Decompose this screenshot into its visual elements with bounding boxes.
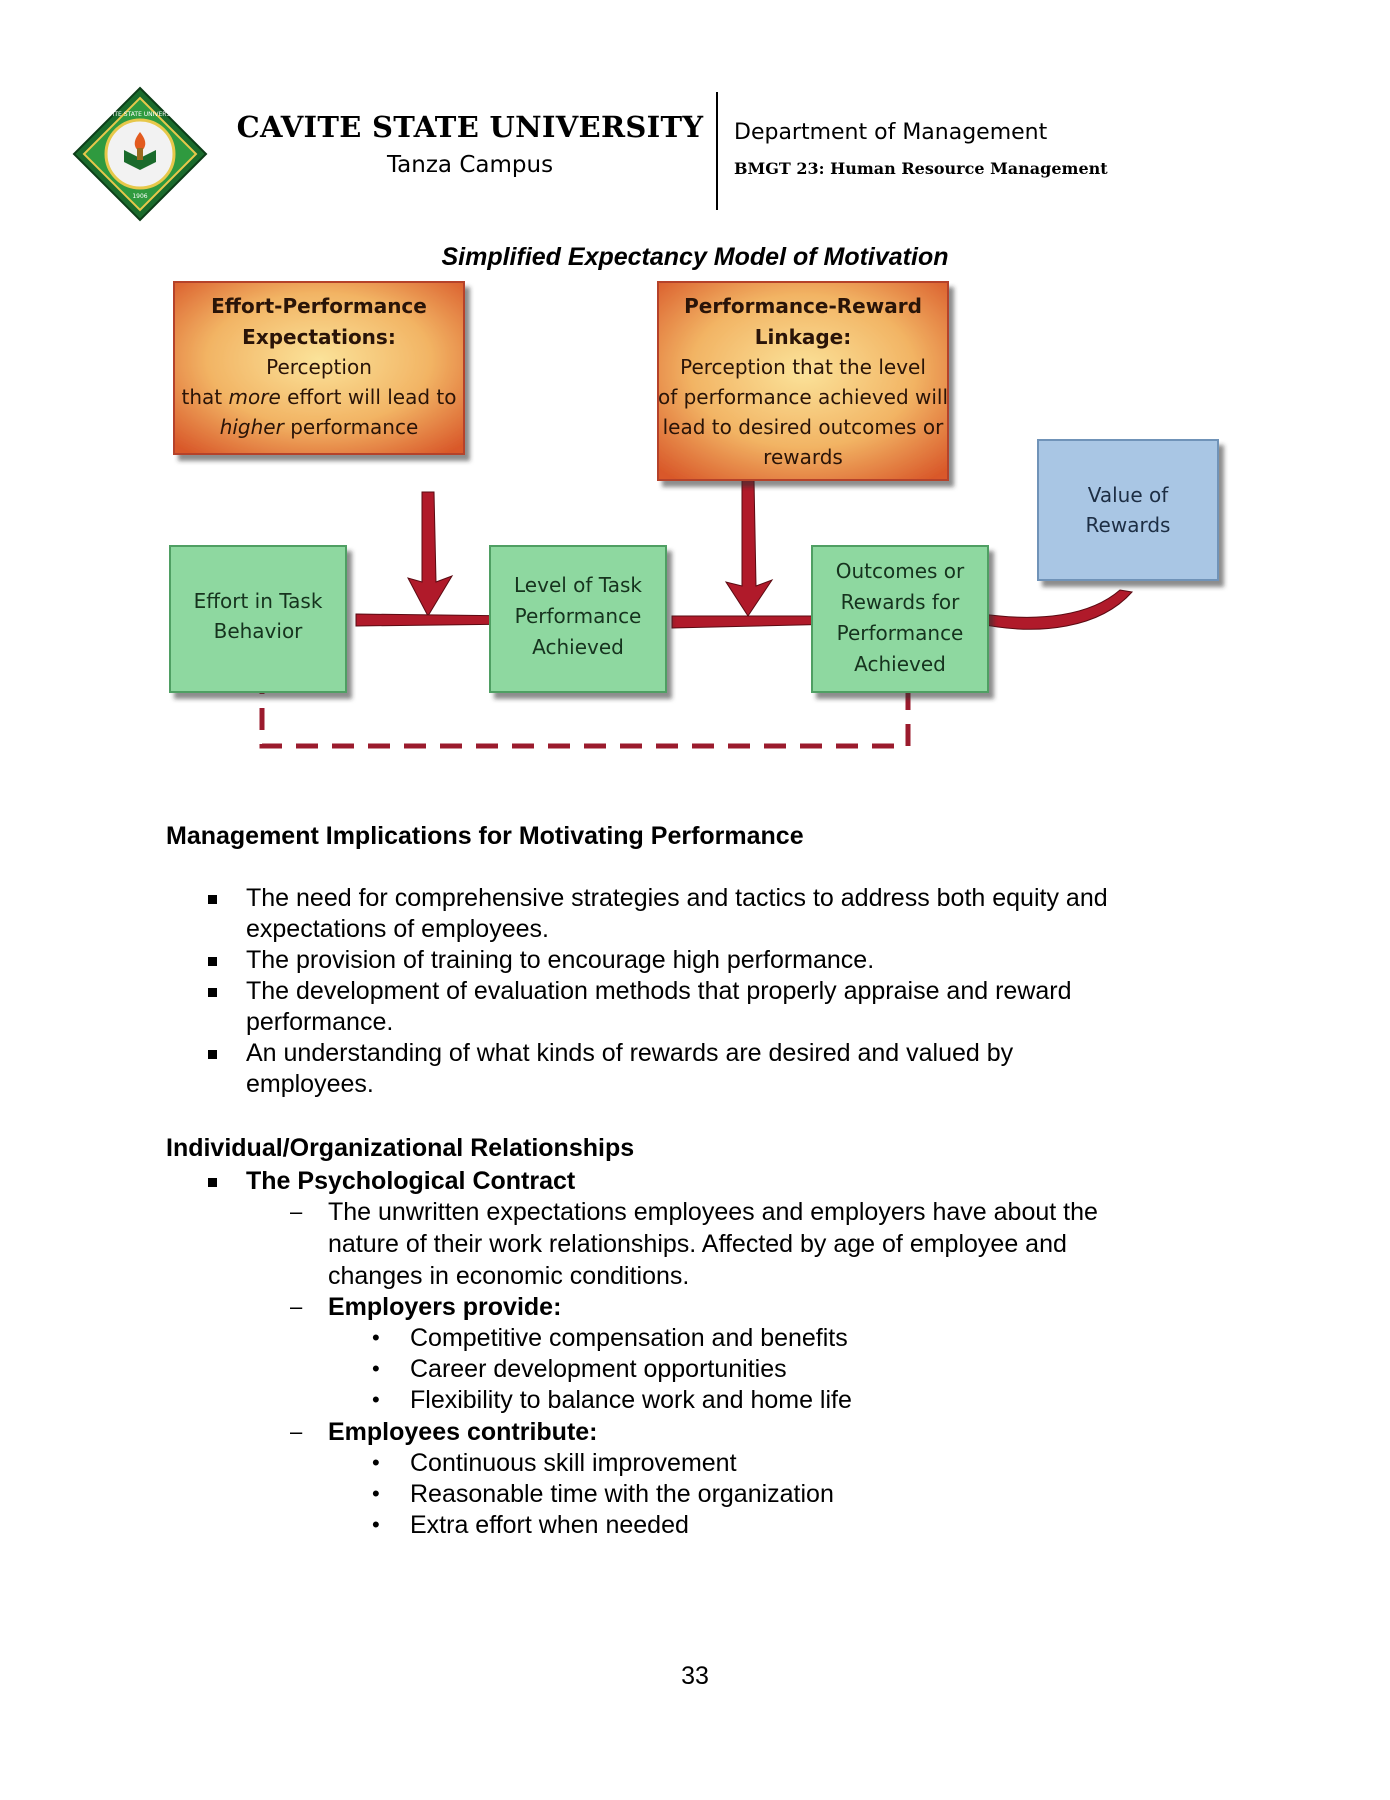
effort-task-line1: Effort in Task: [194, 589, 323, 613]
employers-heading: Employers provide:: [328, 1293, 562, 1321]
performance-reward-line3: lead to desired outcomes or: [663, 415, 945, 439]
course-title: BMGT 23: Human Resource Management: [734, 159, 1108, 178]
implication-item-3-line1: The development of evaluation methods th…: [246, 977, 1072, 1005]
employees-heading: Employees contribute:: [328, 1418, 598, 1446]
implications-heading: Management Implications for Motivating P…: [166, 822, 804, 850]
logo-seal-text: CAVITE STATE UNIVERSITY: [101, 111, 180, 118]
dot-bullet: •: [372, 1450, 380, 1475]
outcomes-line2: Rewards for: [841, 590, 961, 614]
box-level-of-task-performance: [489, 545, 667, 693]
dot-bullet: •: [372, 1325, 380, 1350]
dot-bullet: •: [372, 1481, 380, 1506]
square-bullet: [208, 895, 217, 904]
feedback-loop-dashed-line: [259, 688, 911, 749]
outcomes-line1: Outcomes or: [836, 559, 965, 583]
page-number: 33: [681, 1662, 709, 1690]
box-effort-in-task-behavior: [169, 545, 347, 693]
implication-item-2-line1: The provision of training to encourage h…: [246, 946, 875, 974]
outcomes-line3: Performance: [837, 621, 964, 645]
value-of-rewards-line1: Value of: [1088, 483, 1170, 507]
performance-reward-line1: Perception that the level: [680, 355, 926, 379]
implication-item-4-line1: An understanding of what kinds of reward…: [246, 1039, 1014, 1067]
university-name: CAVITE STATE UNIVERSITY: [236, 110, 704, 144]
definition-line-2: nature of their work relationships. Affe…: [328, 1230, 1067, 1258]
box-performance-reward-linkage: [657, 281, 949, 481]
effort-performance-line1: Perception: [266, 355, 372, 379]
university-seal-logo: CAVITE STATE UNIVERSITY 1906: [72, 86, 208, 222]
level-task-line2: Performance: [515, 604, 642, 628]
employees-item-2: Reasonable time with the organization: [410, 1480, 834, 1508]
implication-item-3-line2: performance.: [246, 1008, 394, 1036]
effort-performance-head2: Expectations:: [242, 325, 396, 349]
campus-name: Tanza Campus: [386, 152, 554, 178]
employees-item-1: Continuous skill improvement: [410, 1449, 737, 1477]
performance-reward-line2: of performance achieved will: [658, 385, 948, 409]
outcomes-line4: Achieved: [854, 652, 946, 676]
level-task-line3: Achieved: [532, 635, 624, 659]
square-bullet: [208, 988, 217, 997]
box-value-of-rewards: [1037, 439, 1219, 581]
dot-bullet: •: [372, 1387, 380, 1412]
effort-performance-head1: Effort-Performance: [211, 294, 427, 318]
department-name: Department of Management: [734, 120, 1048, 145]
performance-reward-head2: Linkage:: [755, 325, 852, 349]
implication-item-4-line2: employees.: [246, 1070, 374, 1098]
box-outcomes-or-rewards: [811, 545, 989, 693]
dash-bullet: –: [290, 1199, 303, 1224]
dash-bullet: –: [290, 1419, 303, 1444]
level-task-line1: Level of Task: [514, 573, 642, 597]
definition-line-1: The unwritten expectations employees and…: [328, 1198, 1098, 1226]
definition-line-3: changes in economic conditions.: [328, 1262, 690, 1290]
performance-reward-line4: rewards: [763, 445, 843, 469]
employers-item-1: Competitive compensation and benefits: [410, 1324, 848, 1352]
square-bullet: [208, 957, 217, 966]
square-bullet: [208, 1050, 217, 1059]
effort-performance-line2: that more effort will lead to: [182, 385, 457, 409]
down-arrow-effort-performance: [407, 491, 454, 618]
employers-item-3: Flexibility to balance work and home lif…: [410, 1386, 852, 1414]
relationships-heading: Individual/Organizational Relationships: [166, 1134, 635, 1162]
expectancy-model-diagram: Effort-Performance Expectations: Percept…: [169, 281, 1219, 749]
dash-bullet: –: [290, 1294, 303, 1319]
dot-bullet: •: [372, 1356, 380, 1381]
header-divider: [716, 92, 718, 210]
square-bullet: [208, 1178, 217, 1187]
employers-item-2: Career development opportunities: [410, 1355, 787, 1383]
psychological-contract-title: The Psychological Contract: [246, 1167, 576, 1195]
employees-item-3: Extra effort when needed: [410, 1511, 689, 1539]
effort-performance-line3: higher performance: [220, 415, 419, 439]
performance-reward-head1: Performance-Reward: [684, 294, 922, 318]
down-arrow-performance-reward: [724, 479, 774, 617]
dot-bullet: •: [372, 1512, 380, 1537]
value-of-rewards-line2: Rewards: [1086, 513, 1171, 537]
effort-task-line2: Behavior: [214, 619, 304, 643]
implication-item-1-line1: The need for comprehensive strategies an…: [246, 884, 1108, 912]
figure-title: Simplified Expectancy Model of Motivatio…: [441, 243, 949, 271]
logo-seal-year: 1906: [132, 193, 147, 200]
implication-item-1-line2: expectations of employees.: [246, 915, 549, 943]
box-effort-performance-expectations: [173, 281, 465, 455]
